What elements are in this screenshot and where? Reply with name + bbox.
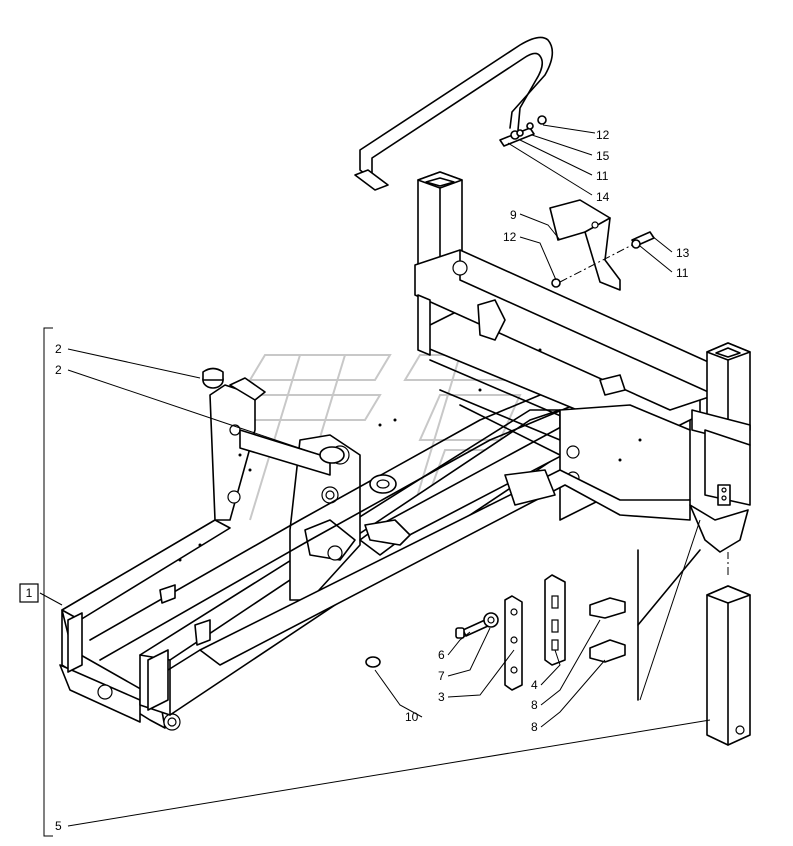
callout-5: 5 [55,819,62,833]
callout-11-mid: 11 [676,266,689,280]
callout-8-upper: 8 [531,698,538,712]
handle-rail [354,36,554,191]
callout-12-mid: 12 [503,230,517,244]
callout-9: 9 [510,208,517,222]
callout-8-lower: 8 [531,720,538,734]
plates-and-fasteners [365,574,626,691]
callout-4: 4 [531,678,538,692]
callout-11-top: 11 [596,169,609,183]
callout-10: 10 [405,710,419,724]
callout-14: 14 [596,190,610,204]
callout-13: 13 [676,246,690,260]
main-frame [59,171,716,731]
callout-12-top: 12 [596,128,610,142]
callout-6: 6 [438,648,445,662]
part-9-bracket [549,199,655,291]
callout-2-upper: 2 [55,342,62,356]
callout-15: 15 [596,149,610,163]
handle-hardware [499,115,547,147]
callout-leaders [39,124,711,837]
kit-frame-label: 1 [26,586,33,600]
callout-7: 7 [438,669,445,683]
right-post [689,342,751,553]
callout-2-lower: 2 [55,363,62,377]
part-5-tube [637,549,751,746]
callout-numbers: 12 15 11 14 9 12 13 11 2 2 6 7 3 10 4 8 … [55,128,690,833]
part-2-bushings [202,367,224,389]
callout-3: 3 [438,690,445,704]
kit-frame-box [19,583,39,603]
